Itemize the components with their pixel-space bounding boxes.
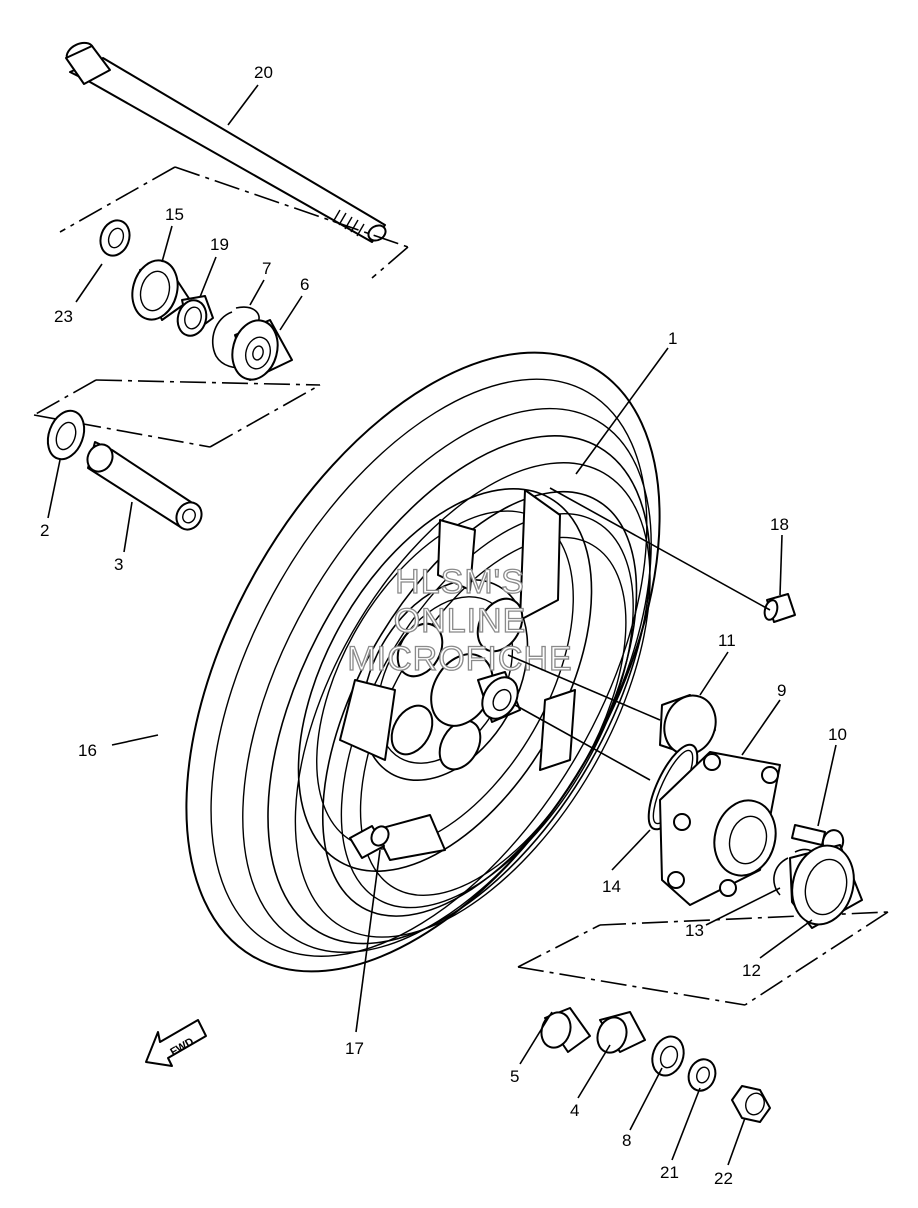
callout-16: 16	[78, 741, 97, 760]
valve-part-17	[349, 825, 390, 859]
callout-6: 6	[300, 275, 309, 294]
watermark-line-3: MICROFICHE	[347, 640, 572, 678]
leader-lines	[47, 84, 837, 1166]
spacer-part-5	[540, 1007, 591, 1053]
clutch-hub-part-9	[659, 751, 781, 906]
callout-19: 19	[210, 235, 229, 254]
assembly-group-lines	[33, 166, 889, 1006]
callout-18: 18	[770, 515, 789, 534]
callout-5: 5	[510, 1067, 519, 1086]
wheel-rim-part-1	[297, 488, 593, 872]
callout-9: 9	[777, 681, 786, 700]
oil-seal-part-15	[131, 259, 191, 321]
spacer-part-4	[596, 1011, 646, 1054]
callout-20: 20	[254, 63, 273, 82]
watermark-line-1: HLSM'S	[395, 563, 525, 601]
callout-22: 22	[714, 1169, 733, 1188]
callout-14: 14	[602, 877, 621, 896]
callout-3: 3	[114, 555, 123, 574]
callout-labels: 20 15 19 7 6 23 2 3 1 18 11 9 10 16 14 1…	[40, 63, 847, 1188]
callout-13: 13	[685, 921, 704, 940]
callout-10: 10	[828, 725, 847, 744]
collar-part-11	[659, 694, 717, 756]
callout-2: 2	[40, 521, 49, 540]
callout-15: 15	[165, 205, 184, 224]
spacer-tube-part-3	[86, 441, 203, 531]
watermark-line-2: ONLINE	[394, 602, 527, 640]
callout-11: 11	[718, 631, 736, 650]
callout-8: 8	[622, 1131, 631, 1150]
callout-1: 1	[668, 329, 677, 348]
washer-part-23	[99, 219, 131, 257]
oil-seal-part-2	[46, 409, 86, 461]
callout-7: 7	[262, 259, 271, 278]
callout-4: 4	[570, 1101, 579, 1120]
callout-12: 12	[742, 961, 761, 980]
oil-seal-part-8	[651, 1035, 685, 1077]
callout-21: 21	[660, 1163, 679, 1182]
spacer-part-19	[176, 295, 214, 337]
bearing-part-6	[231, 319, 293, 381]
washer-part-21	[687, 1058, 717, 1092]
axle-part-20	[65, 41, 387, 243]
nut-part-22	[731, 1085, 771, 1123]
balance-weight-part-18	[763, 593, 796, 623]
watermark: HLSM'S ONLINE MICROFICHE	[347, 562, 573, 678]
fwd-arrow: FWD	[145, 1019, 207, 1067]
callout-17: 17	[345, 1039, 364, 1058]
callout-23: 23	[54, 307, 73, 326]
bearing-part-12	[789, 844, 863, 929]
